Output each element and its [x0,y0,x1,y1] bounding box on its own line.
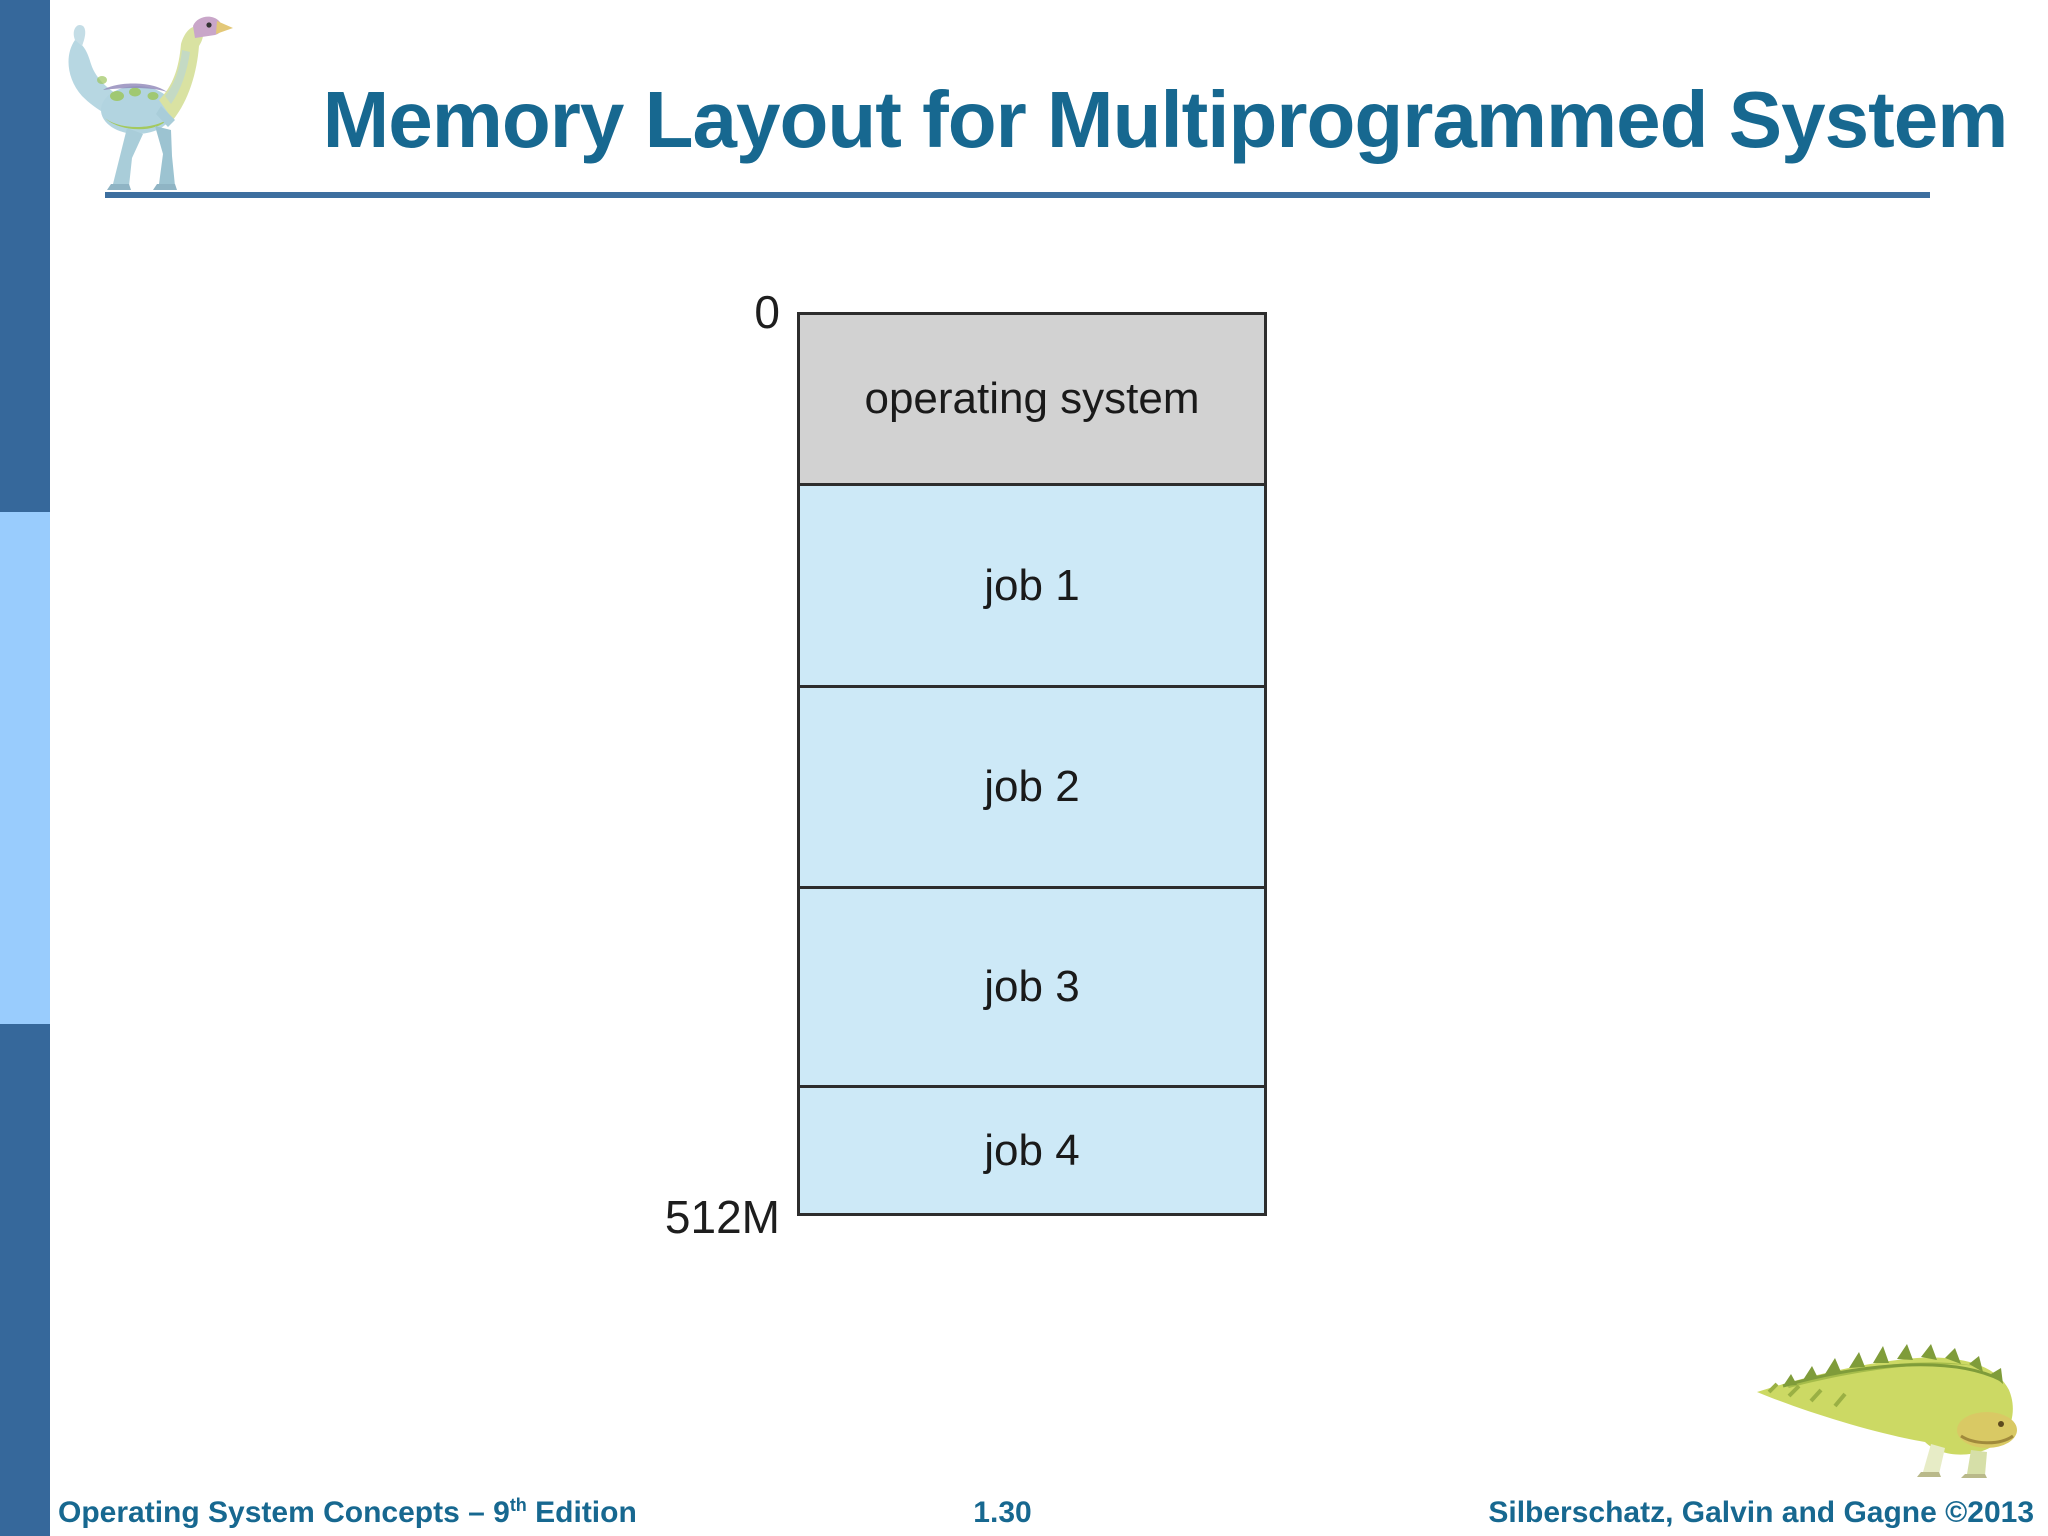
footer-authors: Silberschatz, Galvin and Gagne ©2013 [1488,1496,2034,1529]
title-underline [105,192,1930,198]
dinosaur-logo-icon [68,16,233,190]
sidebar-band-middle [0,512,50,1024]
memory-segment-job-2: job 2 [800,685,1264,886]
memory-segment-job-1: job 1 [800,483,1264,685]
memory-segment-job-4: job 4 [800,1085,1264,1213]
footer-book-title: Operating System Concepts – 9th Edition [58,1496,637,1530]
sidebar-accent-bar [0,0,50,1536]
memory-start-address-label: 0 [754,286,780,338]
footer-book-title-prefix: Operating System Concepts – 9 [58,1496,510,1529]
memory-diagram-box: operating system job 1 job 2 job 3 job 4 [797,312,1267,1216]
memory-segment-job-3: job 3 [800,886,1264,1085]
dinosaur-illustration-icon [1757,1344,2017,1478]
footer-book-title-superscript: th [509,1495,527,1515]
sidebar-band-top [0,0,50,512]
memory-end-address-label: 512M [664,1191,780,1243]
sidebar-band-bottom [0,1024,50,1536]
memory-segment-operating-system: operating system [800,315,1264,483]
footer-book-title-suffix: Edition [526,1496,637,1529]
slide-title: Memory Layout for Multiprogrammed System [322,75,2009,164]
footer-page-number: 1.30 [973,1496,1032,1529]
